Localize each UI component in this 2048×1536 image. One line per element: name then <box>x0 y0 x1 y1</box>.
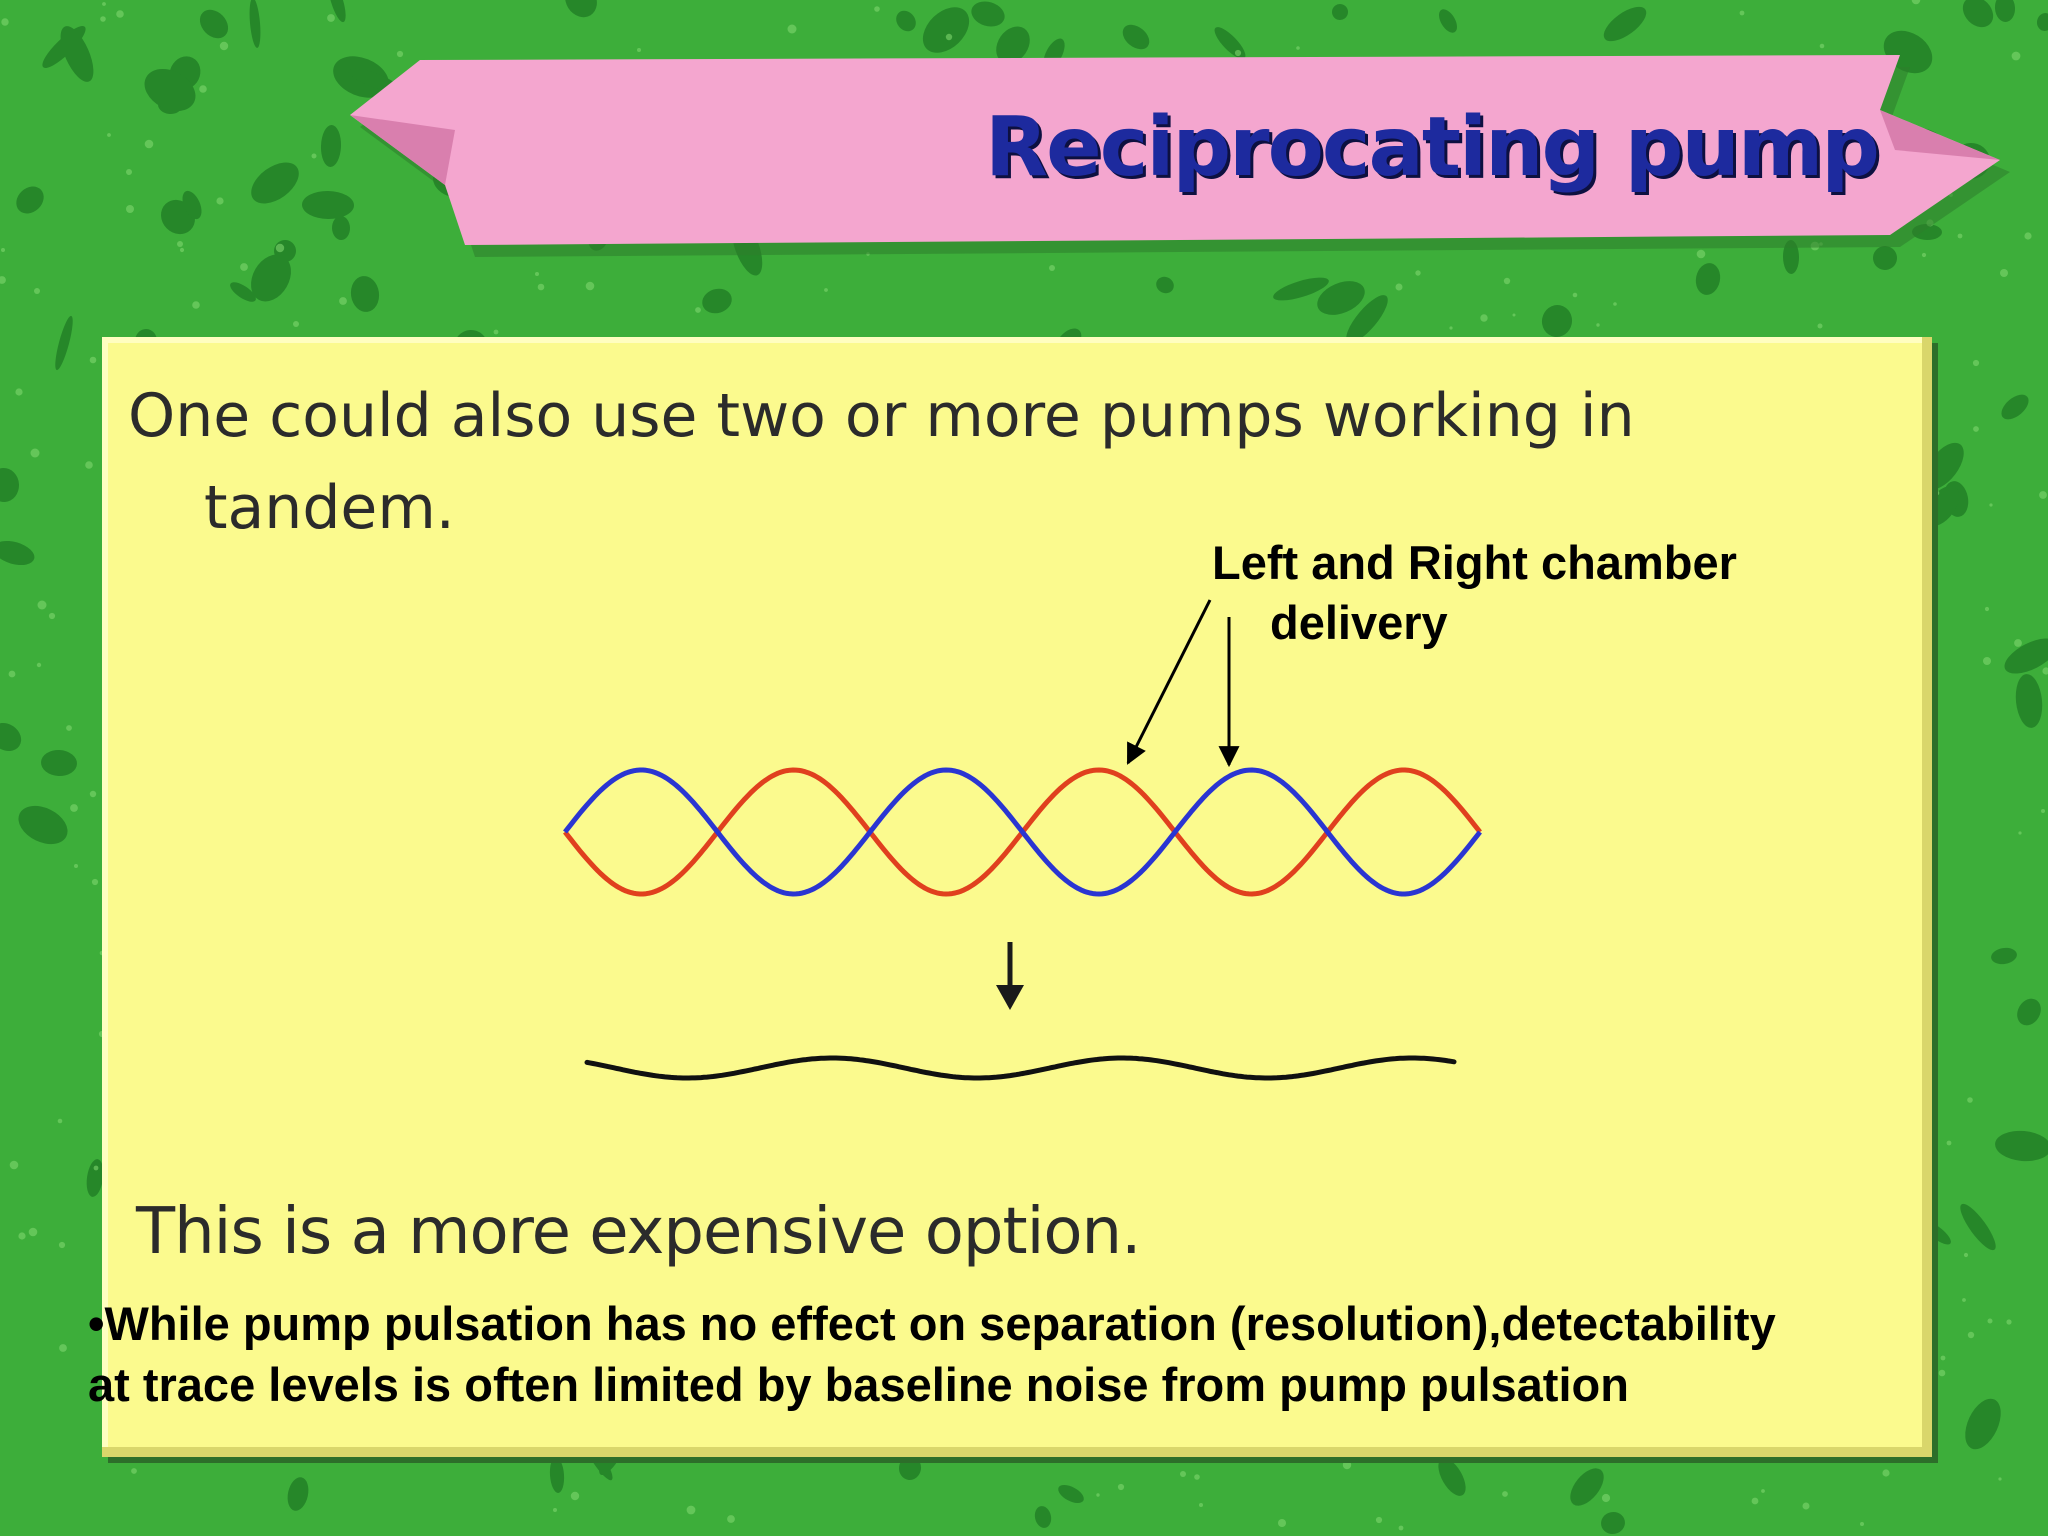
slide-title: Reciprocating pump <box>984 100 1880 195</box>
down-arrow-icon <box>996 942 1024 1010</box>
content-panel <box>102 337 1932 1457</box>
annotation-line-2: delivery <box>1270 596 1448 649</box>
title-banner <box>350 55 2010 257</box>
note-line-1: •While pump pulsation has no effect on s… <box>88 1297 1776 1350</box>
annotation-arrow-left <box>1126 599 1212 765</box>
chamber-annotation: Left and Right chamber delivery <box>1212 533 1832 653</box>
combined-flow-wave <box>584 1055 1457 1081</box>
closing-text: This is a more expensive option. <box>136 1195 1141 1269</box>
pulsation-note: •While pump pulsation has no effect on s… <box>88 1293 1988 1415</box>
note-line-2: at trace levels is often limited by base… <box>88 1358 1629 1411</box>
annotation-line-1: Left and Right chamber <box>1212 536 1737 589</box>
intro-text: One could also use two or more pumps wor… <box>128 381 1635 543</box>
right-chamber-wave <box>563 767 1482 897</box>
